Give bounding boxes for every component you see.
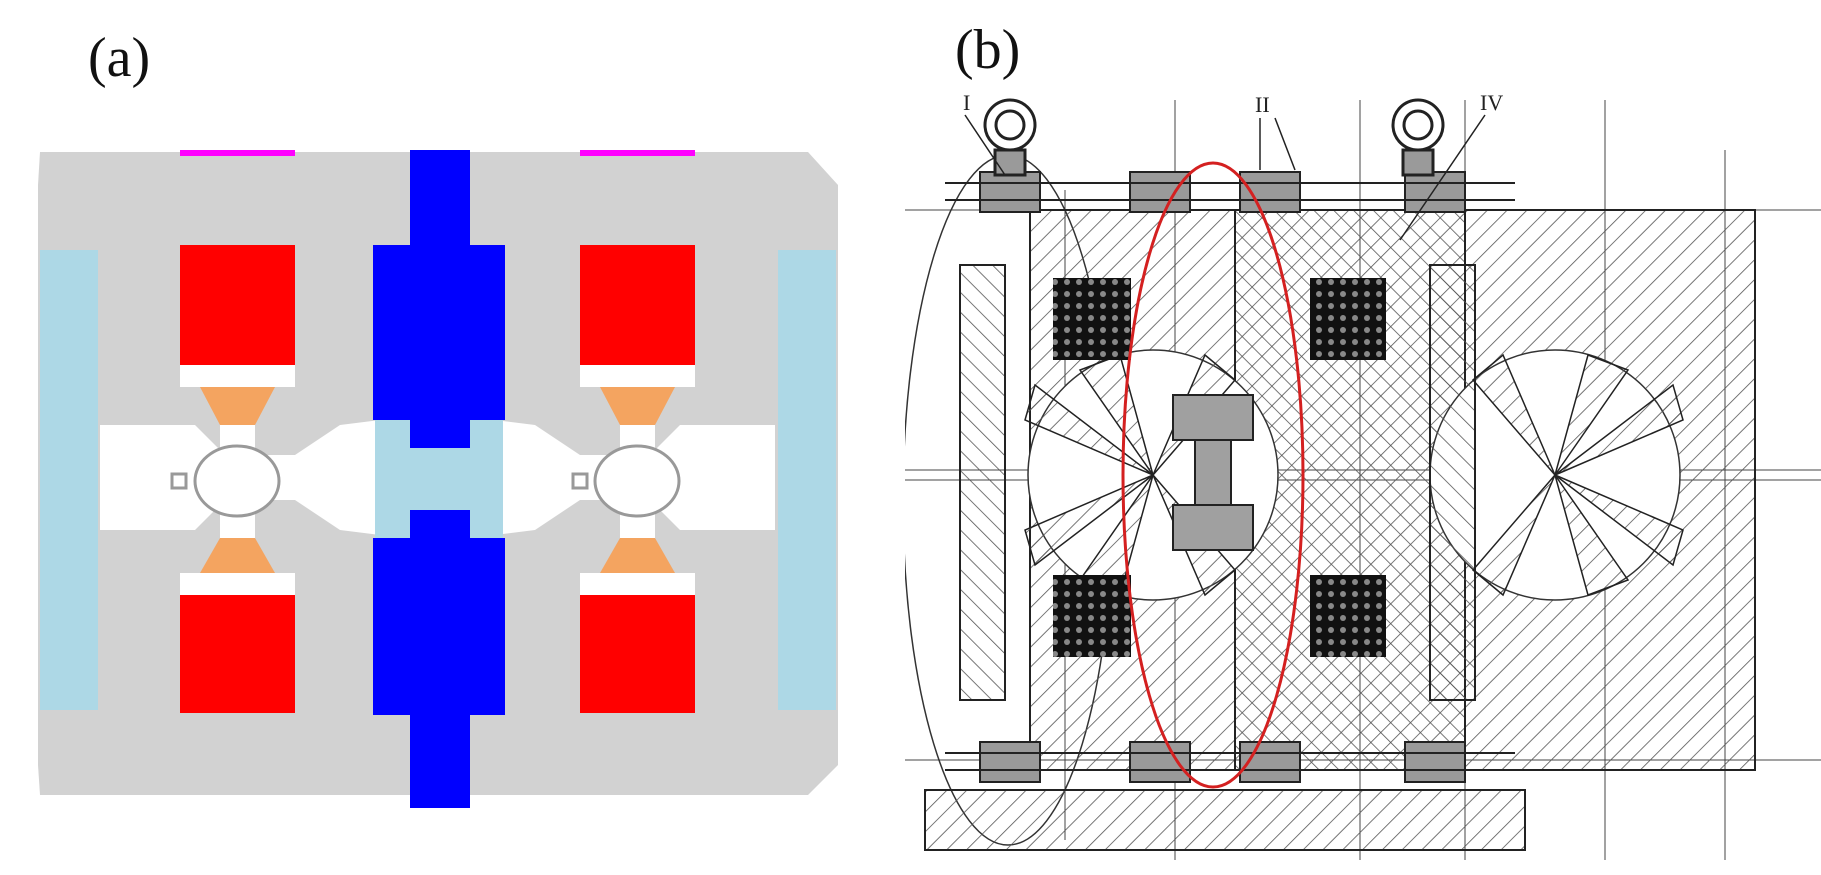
coil-bottom-left (180, 595, 295, 713)
coil-top-right (580, 245, 695, 365)
center-pole-upper (373, 150, 505, 448)
winding-bottom-right (1310, 575, 1386, 657)
panel-a-diagram (38, 150, 838, 808)
beam-pipe-right (593, 444, 681, 518)
left-side-plate (40, 250, 98, 710)
top-shim-right (580, 150, 695, 156)
coil-bottom-right (580, 595, 695, 713)
pole-tip-bottom-left (200, 538, 275, 573)
side-plate-left (959, 264, 1006, 701)
beam-pipe-left (193, 444, 281, 518)
winding-top-left (1053, 278, 1131, 360)
central-h-block (1172, 394, 1254, 551)
annotation-leaders (964, 114, 1486, 241)
winding-bottom-left (1053, 575, 1131, 657)
beam-port-left (170, 472, 188, 490)
band-bottom-right (580, 573, 695, 595)
top-shim-left (180, 150, 295, 156)
lifting-eye-left (983, 98, 1037, 177)
panel-a-label: (a) (88, 27, 151, 89)
band-top-left (180, 365, 295, 387)
right-side-plate (778, 250, 836, 710)
base-plate (924, 789, 1526, 851)
pole-tip-bottom-right (600, 538, 675, 573)
annotation-IV: IV (1480, 90, 1503, 115)
coil-top-left (180, 245, 295, 365)
annotation-I: I (963, 90, 970, 115)
band-top-right (580, 365, 695, 387)
clamp-blocks (979, 171, 1466, 783)
tie-rods (945, 182, 1515, 771)
panel-b-drawing: I II IV (905, 90, 1821, 860)
beam-port-right (571, 472, 589, 490)
pole-tip-top-right (600, 387, 675, 425)
highlight-ellipse (1121, 161, 1305, 789)
panel-b-label: (b) (955, 19, 1021, 81)
center-pole-lower (373, 510, 505, 808)
band-bottom-left (180, 573, 295, 595)
pole-tip-top-left (200, 387, 275, 425)
annotation-II: II (1255, 92, 1270, 117)
side-plate-right (1429, 264, 1476, 701)
winding-top-right (1310, 278, 1386, 360)
lifting-eye-right (1391, 98, 1445, 177)
